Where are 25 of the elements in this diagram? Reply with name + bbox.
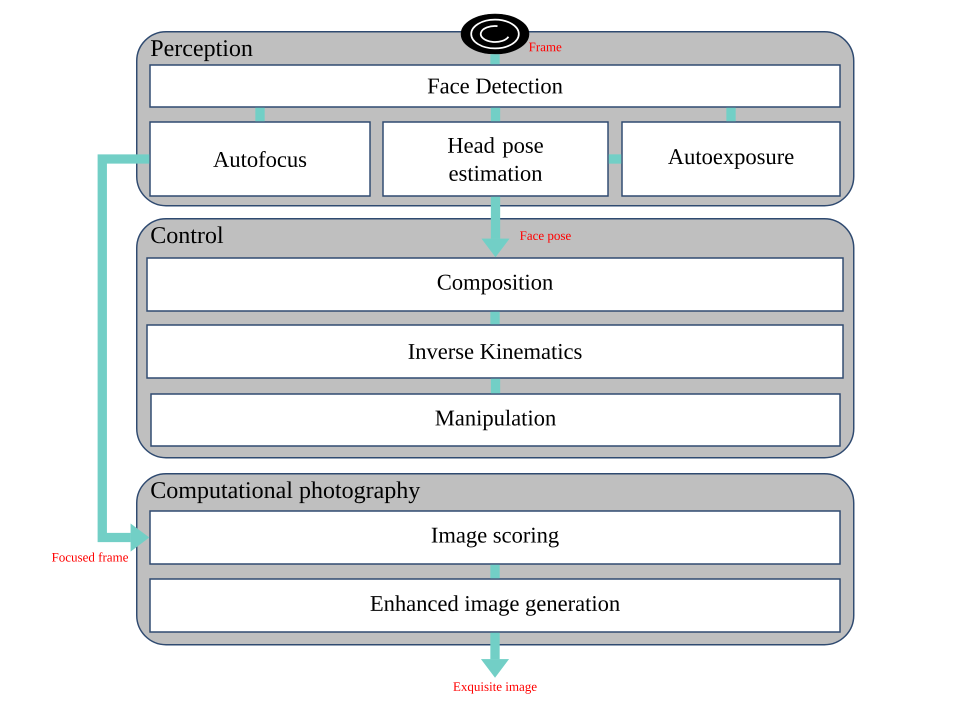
process-box: Composition bbox=[146, 257, 844, 312]
process-box: Face Detection bbox=[149, 64, 841, 108]
process-box: Autoexposure bbox=[621, 121, 841, 197]
edge-label: Focused frame bbox=[52, 552, 128, 562]
connector bbox=[490, 312, 500, 324]
process-box: Autofocus bbox=[149, 121, 371, 197]
panel-heading: Perception bbox=[150, 40, 253, 62]
panel-heading: Control bbox=[151, 226, 224, 244]
process-box: Manipulation bbox=[150, 393, 841, 447]
edge-label: Face pose bbox=[520, 231, 571, 243]
connector bbox=[255, 108, 265, 122]
connector bbox=[490, 108, 500, 122]
process-box: Image scoring bbox=[149, 510, 841, 565]
process-box: Inverse Kinematics bbox=[146, 324, 844, 379]
process-box: Enhanced image generation bbox=[149, 578, 841, 633]
edge-label: Exquisite image bbox=[453, 682, 537, 694]
lens-icon bbox=[460, 14, 530, 54]
connector bbox=[490, 564, 500, 578]
connector bbox=[726, 108, 736, 122]
process-box: Head pose estimation bbox=[382, 121, 609, 197]
edge-label: Frame bbox=[528, 42, 562, 52]
connector bbox=[490, 378, 500, 394]
connector bbox=[490, 54, 500, 64]
panel-heading: Computational photography bbox=[151, 481, 420, 504]
connector bbox=[608, 154, 622, 164]
